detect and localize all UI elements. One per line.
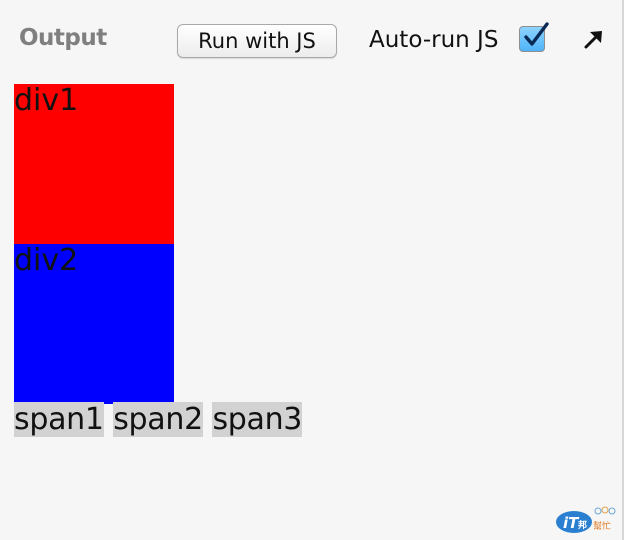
autorun-js-checkbox[interactable] [519, 22, 549, 52]
span-row: span1 span2 span3 [14, 402, 614, 437]
div1-box: div1 [14, 84, 174, 244]
run-with-js-button[interactable]: Run with JS [177, 24, 337, 58]
checkmark-icon [524, 22, 549, 46]
div1-label: div1 [14, 83, 79, 118]
span2: span2 [113, 402, 203, 437]
div2-label: div2 [14, 243, 79, 278]
span1: span1 [14, 402, 104, 437]
output-title: Output [19, 25, 107, 51]
div2-box: div2 [14, 244, 174, 404]
result-area: div1 div2 span1 span2 span3 [14, 84, 614, 437]
span3: span3 [212, 402, 303, 437]
ithome-logo-icon: iT 邦 幫忙 [554, 505, 620, 535]
svg-text:幫忙: 幫忙 [593, 520, 611, 532]
output-header: Output Run with JS Auto-run JS [0, 0, 622, 80]
svg-text:邦: 邦 [578, 519, 587, 531]
autorun-js-label: Auto-run JS [369, 27, 499, 53]
svg-text:iT: iT [563, 514, 580, 532]
popout-arrow-icon[interactable] [582, 28, 606, 50]
